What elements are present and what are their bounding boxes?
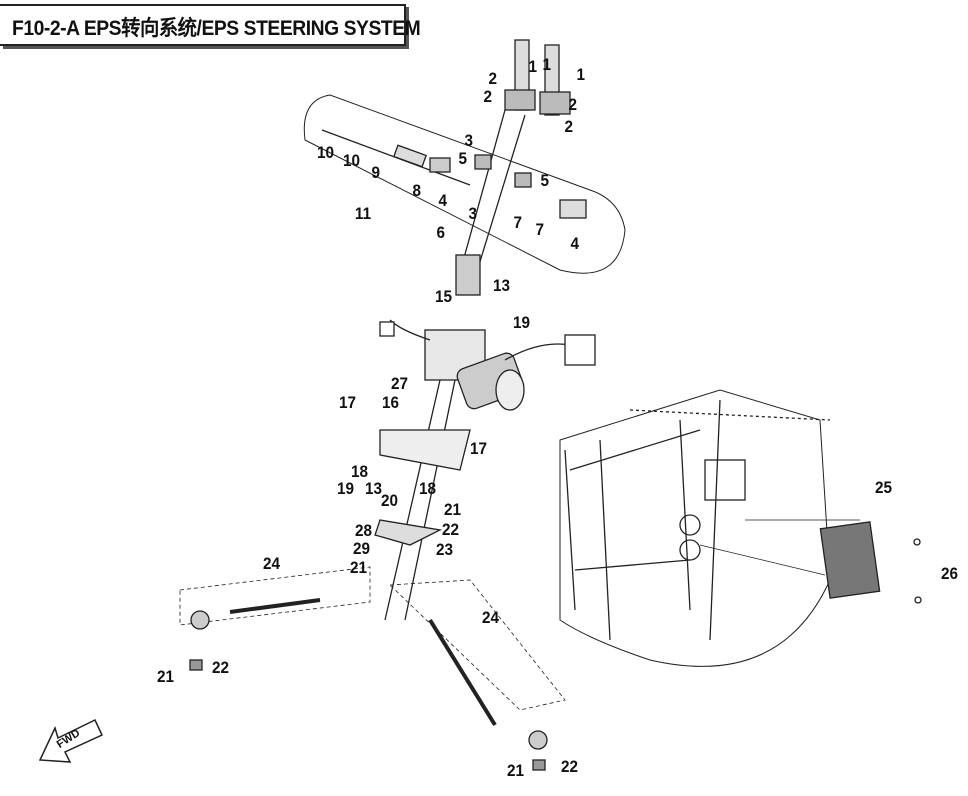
callout-number: 17 — [469, 439, 487, 458]
callout-number: 24 — [481, 608, 499, 627]
callout-number: 13 — [364, 479, 382, 498]
callout-number: 10 — [316, 143, 334, 162]
callout-number: 13 — [492, 276, 510, 295]
callout-number: 23 — [435, 540, 453, 559]
callout-number: 5 — [458, 149, 467, 168]
callout-number: 28 — [354, 521, 372, 540]
callout-number: 25 — [874, 478, 892, 497]
callout-number: 16 — [381, 393, 399, 412]
callout-number: 15 — [434, 287, 452, 306]
callout-number: 21 — [506, 761, 524, 780]
callout-number: 22 — [211, 658, 229, 677]
callout-number: 9 — [371, 163, 380, 182]
callout-number: 1 — [542, 55, 551, 74]
callout-number: 3 — [464, 131, 473, 150]
callout-number: 5 — [540, 171, 549, 190]
callout-number: 18 — [350, 462, 368, 481]
callout-number: 21 — [156, 667, 174, 686]
callout-number: 10 — [342, 151, 360, 170]
callout-number: 2 — [483, 87, 492, 106]
callout-number: 2 — [488, 69, 497, 88]
callout-number: 19 — [512, 313, 530, 332]
callout-number: 1 — [528, 57, 537, 76]
callout-number: 22 — [560, 757, 578, 776]
callout-number: 7 — [535, 220, 544, 239]
callout-number: 29 — [352, 539, 370, 558]
callout-number: 27 — [390, 374, 408, 393]
frame-view — [559, 389, 831, 667]
tie-rod-right — [389, 579, 566, 771]
pitman-plate — [374, 519, 443, 546]
callout-number: 22 — [441, 520, 459, 539]
steering-column — [321, 39, 587, 296]
eps-controller — [699, 519, 922, 604]
mounting-bracket — [379, 429, 471, 471]
callout-number: 19 — [336, 479, 354, 498]
callout-number: 6 — [436, 223, 445, 242]
tie-rod-left — [179, 566, 371, 671]
title-box: F10-2-A EPS转向系统/EPS STEERING SYSTEM — [0, 4, 421, 46]
callout-number: 21 — [349, 558, 367, 577]
callout-number: 21 — [443, 500, 461, 519]
callout-number: 3 — [468, 204, 477, 223]
callout-number: 8 — [412, 181, 421, 200]
callout-number: 26 — [940, 564, 958, 583]
callout-number: 4 — [570, 234, 579, 253]
group-11-outline — [303, 94, 626, 274]
callout-number: 20 — [380, 491, 398, 510]
callout-number: 17 — [338, 393, 356, 412]
page-title: F10-2-A EPS转向系统/EPS STEERING SYSTEM — [12, 17, 421, 40]
callout-number: 24 — [262, 554, 280, 573]
callout-number: 1 — [576, 65, 585, 84]
callout-number: 7 — [513, 213, 522, 232]
callout-number: 4 — [438, 191, 447, 210]
fwd-arrow-icon — [38, 718, 103, 763]
eps-motor — [379, 319, 596, 621]
callout-number: 2 — [568, 95, 577, 114]
callout-number: 11 — [354, 204, 372, 223]
callout-number: 2 — [564, 117, 573, 136]
callout-number: 18 — [418, 479, 436, 498]
